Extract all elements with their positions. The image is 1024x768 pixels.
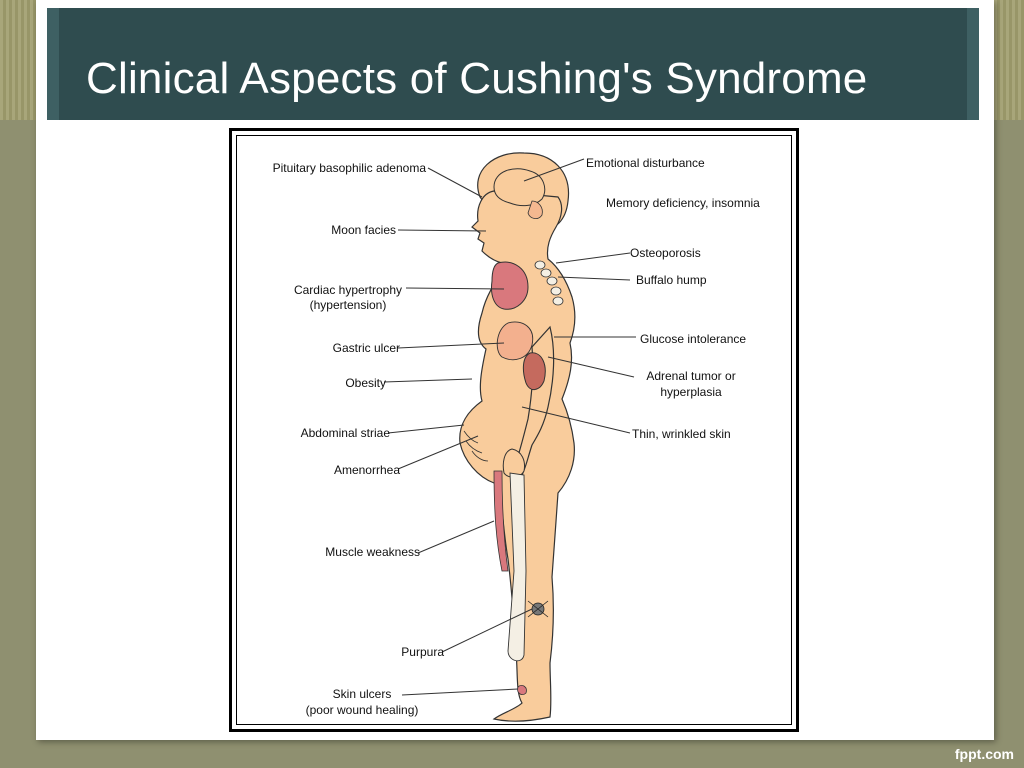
- label-adrenal-line2: hyperplasia: [660, 385, 722, 399]
- brain: [493, 168, 546, 207]
- vertebrae: [534, 260, 564, 306]
- striae-marks: [463, 430, 489, 462]
- anatomy-figure: Pituitary basophilic adenoma Moon facies…: [229, 128, 799, 732]
- label-cardiac-line2: (hypertension): [309, 298, 387, 312]
- label-memory-deficiency: Memory deficiency, insomnia: [606, 196, 760, 210]
- label-abdominal-striae: Abdominal striae: [300, 426, 390, 440]
- title-bar-accent-left: [47, 8, 59, 120]
- label-emotional-disturbance: Emotional disturbance: [586, 156, 705, 170]
- background-stripes-left: [0, 0, 36, 120]
- label-cardiac-line1: Cardiac hypertrophy: [293, 283, 403, 297]
- label-adrenal-line1: Adrenal tumor or: [646, 369, 736, 383]
- label-thin-wrinkled-skin: Thin, wrinkled skin: [632, 427, 731, 441]
- label-moon-facies: Moon facies: [331, 223, 396, 237]
- label-purpura: Purpura: [401, 645, 444, 659]
- stomach: [496, 321, 534, 361]
- page-title: Clinical Aspects of Cushing's Syndrome: [86, 54, 868, 103]
- label-muscle-weakness: Muscle weakness: [325, 545, 420, 559]
- slide: Clinical Aspects of Cushing's Syndrome: [36, 0, 994, 740]
- label-buffalo-hump: Buffalo hump: [636, 273, 707, 287]
- label-skin-ulcers-line2: (poor wound healing): [305, 703, 419, 717]
- label-pituitary: Pituitary basophilic adenoma: [272, 161, 426, 175]
- label-osteoporosis: Osteoporosis: [630, 246, 701, 260]
- skin-ulcer: [517, 685, 527, 695]
- label-amenorrhea: Amenorrhea: [333, 463, 400, 477]
- background-stripes-right: [994, 0, 1024, 120]
- label-obesity: Obesity: [345, 376, 386, 390]
- heart: [491, 261, 529, 310]
- body-illustration: [383, 152, 636, 722]
- title-bar-accent-right: [967, 8, 979, 120]
- cerebellum: [527, 200, 543, 219]
- leader-lines: [383, 158, 636, 696]
- label-glucose-intolerance: Glucose intolerance: [640, 332, 747, 346]
- figure-inner-border: [236, 135, 792, 725]
- footer-brand: fppt.com: [954, 746, 1014, 762]
- label-gastric-ulcer: Gastric ulcer: [332, 341, 400, 355]
- title-bar: Clinical Aspects of Cushing's Syndrome: [47, 8, 979, 120]
- adrenal-kidney: [522, 352, 546, 390]
- label-skin-ulcers-line1: Skin ulcers: [332, 687, 392, 701]
- thigh-muscle: [493, 470, 509, 572]
